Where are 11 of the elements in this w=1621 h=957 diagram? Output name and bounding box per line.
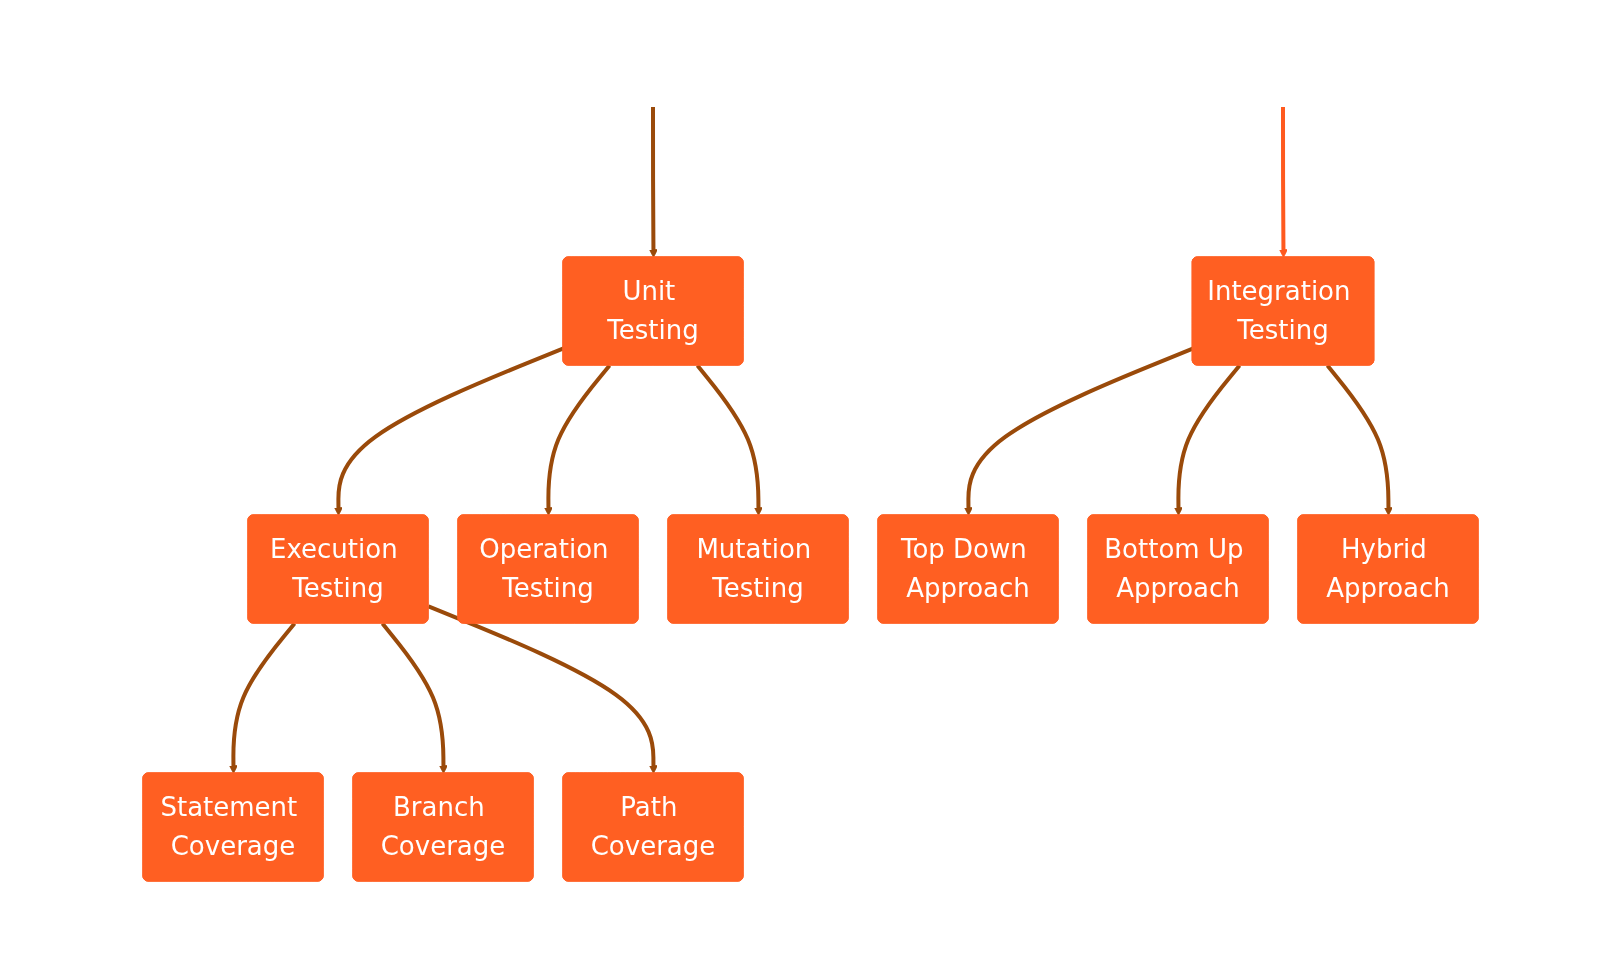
arrow: [427, 604, 658, 774]
arrow: [695, 363, 763, 516]
arrow: [380, 621, 448, 774]
arrow: [229, 621, 297, 774]
arrow: [964, 346, 1194, 516]
arrow: [334, 346, 565, 516]
arrow: [649, 106, 658, 258]
arrow: [544, 363, 612, 516]
arrow: [1325, 363, 1393, 516]
arrow: [1174, 363, 1242, 516]
arrow: [1279, 106, 1288, 258]
